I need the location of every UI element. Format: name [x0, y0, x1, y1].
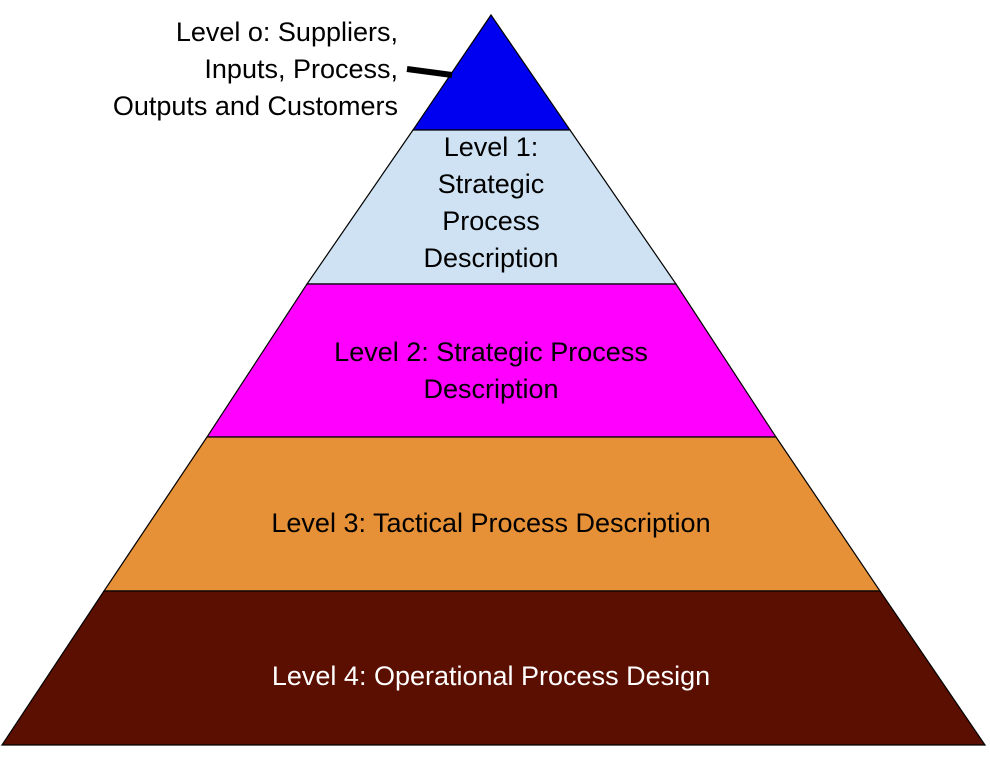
level-4-label: Level 4: Operational Process Design	[271, 661, 711, 691]
level-2-label: Level 2: Strategic Process Description	[334, 337, 648, 404]
callout-connector-line	[406, 66, 453, 78]
pyramid-tier-level-4	[0, 590, 987, 746]
level-0-callout-text: Level o: Suppliers, Inputs, Process, Out…	[112, 17, 398, 121]
level-3-label: Level 3: Tactical Process Description	[271, 508, 711, 538]
level-1-label: Level 1: Strategic Process Description	[423, 132, 559, 273]
